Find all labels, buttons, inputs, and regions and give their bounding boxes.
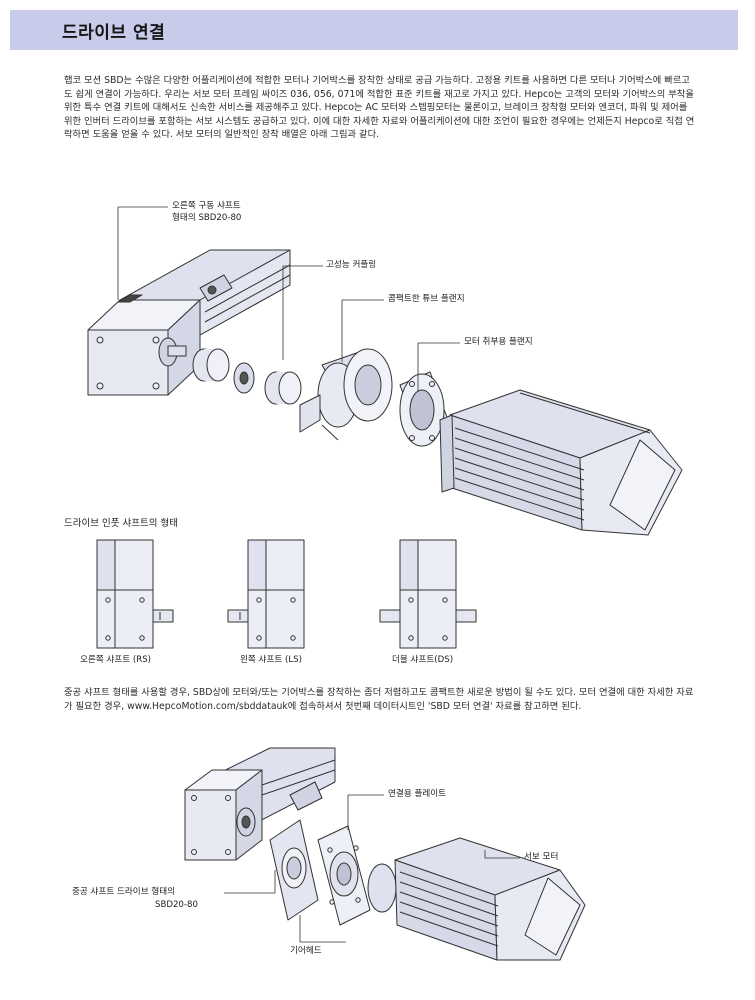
label-hollow-model: SBD20-80 [155, 900, 198, 910]
hollow-paragraph: 중공 샤프트 형태를 사용할 경우, SBD상에 모터와/또는 기어박스를 장착… [64, 687, 694, 712]
intro-paragraph: 햅코 모션 SBD는 수많은 다양한 어플리케이션에 적합한 모터나 기어박스를… [64, 75, 695, 141]
label-drive-shaft: 오른쪽 구동 샤프트 [172, 201, 241, 211]
label-tube-flange: 콤팩트한 튜브 플랜지 [388, 294, 465, 304]
label-hollow-type: 중공 샤프트 드라이브 형태의 [72, 887, 176, 897]
page-title: 드라이브 연결 [62, 23, 166, 43]
shaft-ls-drawing [227, 539, 305, 649]
shaft-ds-drawing [379, 539, 477, 649]
servo-motor-small [367, 837, 586, 961]
label-rs: 오른쪽 샤프트 (RS) [80, 655, 152, 665]
header-bar: 드라이브 연결 [10, 10, 738, 50]
connecting-plate [317, 825, 371, 926]
servo-motor-large [439, 389, 683, 536]
shaft-rs-drawing [96, 539, 174, 649]
sbd-drive-unit [87, 249, 291, 396]
tube-flange [299, 348, 393, 441]
label-motor-flange: 모터 취부용 플랜지 [464, 337, 533, 347]
label-ls: 왼쪽 샤프트 (LS) [240, 655, 302, 665]
leader-lines-2 [224, 794, 520, 943]
label-servo-motor: 서보 모터 [524, 852, 559, 862]
gearhead-plate [269, 819, 319, 921]
coupling-parts [192, 348, 302, 405]
sbd-hollow-unit [184, 747, 336, 861]
label-drive-model: 형태의 SBD20-80 [172, 213, 242, 223]
label-connecting-plate: 연결용 플레이트 [388, 789, 447, 799]
label-coupling: 고성능 커플링 [326, 260, 377, 270]
leader-lines-1 [117, 206, 460, 392]
label-gearhead: 기어헤드 [290, 946, 322, 956]
shaft-section-title: 드라이브 인풋 샤프트의 형태 [64, 518, 178, 529]
motor-flange [399, 371, 449, 447]
label-ds: 더블 샤프트(DS) [392, 655, 454, 665]
